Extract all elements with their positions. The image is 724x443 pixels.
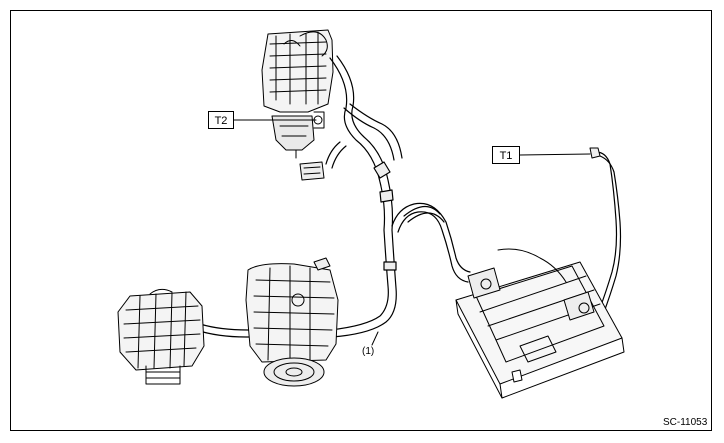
battery-illustration — [455, 248, 625, 399]
t1-label: T1 — [492, 146, 520, 164]
starter-motor-illustration — [261, 29, 334, 159]
connector-illustration — [299, 161, 325, 181]
figure-code: SC-11053 — [663, 417, 708, 428]
harness-label: (1) — [362, 346, 375, 357]
figure-frame — [10, 10, 712, 431]
compressor-illustration — [245, 257, 339, 387]
alternator-illustration — [117, 288, 205, 385]
t2-label: T2 — [208, 111, 234, 129]
t1-leader — [519, 153, 591, 156]
harness-leader — [371, 331, 379, 346]
